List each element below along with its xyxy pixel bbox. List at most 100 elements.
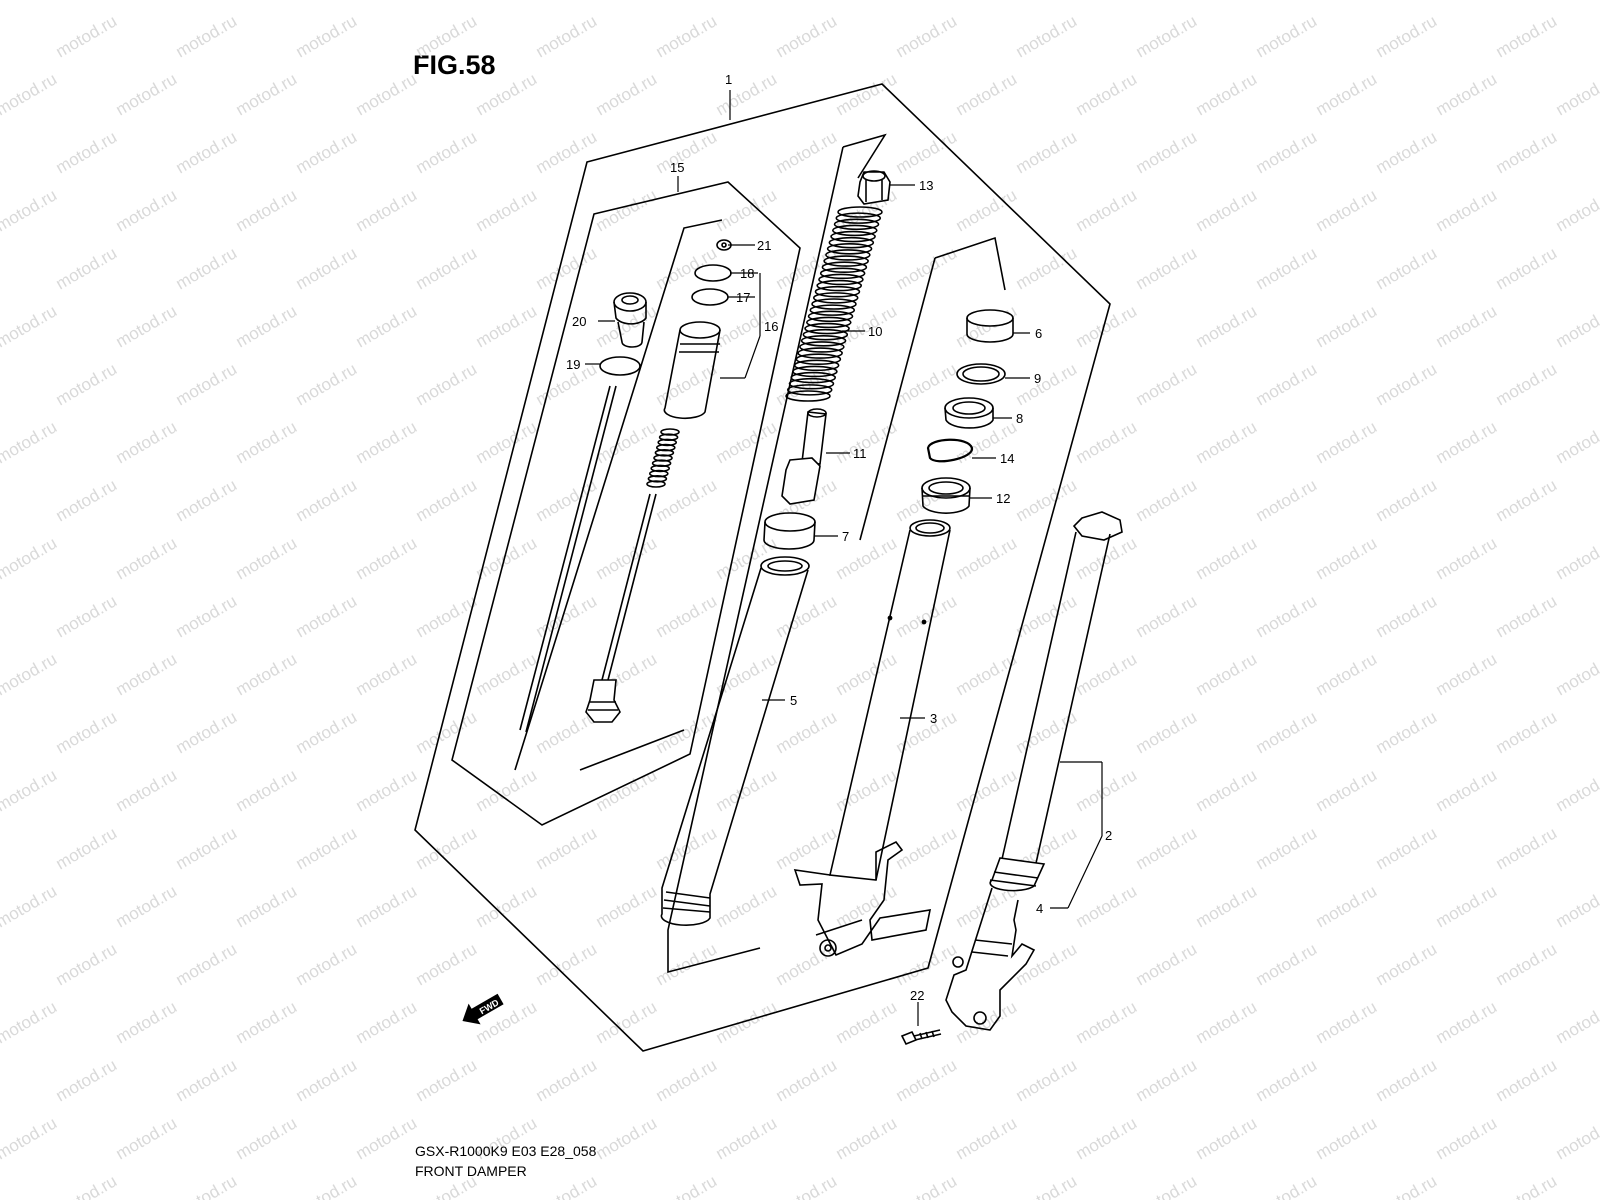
spring-coil xyxy=(807,310,854,323)
watermark-text: motod.ru xyxy=(413,1055,481,1105)
watermark-text: motod.ru xyxy=(1433,1113,1501,1163)
watermark-text: motod.ru xyxy=(1013,1171,1081,1200)
watermark-text: motod.ru xyxy=(293,1171,361,1200)
watermark-text: motod.ru xyxy=(773,1171,841,1200)
watermark-text: motod.ru xyxy=(53,823,121,873)
watermark-text: motod.ru xyxy=(533,591,601,641)
watermark-text: motod.ru xyxy=(1553,185,1600,235)
part-rebound-spring xyxy=(646,428,680,488)
watermark-text: motod.ru xyxy=(833,765,901,815)
callout-2: 2 xyxy=(1105,828,1112,843)
watermark-text: motod.ru xyxy=(893,1055,961,1105)
watermark-text: motod.ru xyxy=(1553,417,1600,467)
watermark-text: motod.ru xyxy=(1373,823,1441,873)
watermark-text: motod.ru xyxy=(833,649,901,699)
watermark-text: motod.ru xyxy=(1073,0,1141,3)
callout-5: 5 xyxy=(790,693,797,708)
watermark-text: motod.ru xyxy=(1493,591,1561,641)
watermark-text: motod.ru xyxy=(1313,417,1381,467)
watermark-text: motod.ru xyxy=(53,1171,121,1200)
spring-coil xyxy=(821,261,868,274)
watermark-text: motod.ru xyxy=(1133,11,1201,61)
watermark-text: motod.ru xyxy=(1253,11,1321,61)
spring-coil xyxy=(802,328,849,341)
watermark-text: motod.ru xyxy=(173,475,241,525)
watermark-text: motod.ru xyxy=(1313,185,1381,235)
watermark-text: motod.ru xyxy=(713,69,781,119)
watermark-text: motod.ru xyxy=(533,1171,601,1200)
watermark-text: motod.ru xyxy=(1253,359,1321,409)
spring-coil xyxy=(805,316,852,329)
watermark-text: motod.ru xyxy=(293,823,361,873)
watermark-text: motod.ru xyxy=(953,765,1021,815)
watermark-text: motod.ru xyxy=(0,69,60,119)
watermark-text: motod.ru xyxy=(0,417,60,467)
watermark-text: motod.ru xyxy=(413,243,481,293)
watermark-text: motod.ru xyxy=(1373,127,1441,177)
watermark-text: motod.ru xyxy=(1313,301,1381,351)
watermark-text: motod.ru xyxy=(113,417,181,467)
figure-title: FIG.58 xyxy=(413,50,496,80)
watermark-text: motod.ru xyxy=(293,475,361,525)
outline-bushing-group xyxy=(934,236,1006,291)
watermark-text: motod.ru xyxy=(1073,997,1141,1047)
watermark-text: motod.ru xyxy=(1253,127,1321,177)
part-12-dust-seal xyxy=(921,477,971,514)
watermark-text: motod.ru xyxy=(833,1113,901,1163)
watermark-text: motod.ru xyxy=(593,185,661,235)
part-11-spacer xyxy=(781,408,827,505)
outline-assembly-1 xyxy=(414,83,1111,1052)
model-code: GSX-R1000K9 E03 E28_058 xyxy=(415,1143,597,1159)
watermark-text: motod.ru xyxy=(1253,591,1321,641)
watermark-text: motod.ru xyxy=(653,939,721,989)
watermark-text: motod.ru xyxy=(833,881,901,931)
watermark-text: motod.ru xyxy=(0,1113,60,1163)
watermark-text: motod.ru xyxy=(1193,649,1261,699)
watermark-text: motod.ru xyxy=(1133,591,1201,641)
watermark-text: motod.ru xyxy=(173,591,241,641)
part-3-inner-tube xyxy=(793,519,951,957)
watermark-text: motod.ru xyxy=(1073,1113,1141,1163)
watermark-text: motod.ru xyxy=(53,939,121,989)
watermark-text: motod.ru xyxy=(1253,475,1321,525)
callout-14: 14 xyxy=(1000,451,1014,466)
callout-1: 1 xyxy=(725,72,732,87)
outline-inner-16b xyxy=(579,729,685,771)
watermark-text: motod.ru xyxy=(713,0,781,3)
watermark-text: motod.ru xyxy=(413,11,481,61)
spring-coil xyxy=(800,334,847,347)
watermark-text: motod.ru xyxy=(1433,649,1501,699)
watermark-text: motod.ru xyxy=(1073,533,1141,583)
watermark-text: motod.ru xyxy=(593,1113,661,1163)
part-18-o-ring xyxy=(694,264,732,282)
watermark-text: motod.ru xyxy=(53,591,121,641)
watermark-text: motod.ru xyxy=(953,185,1021,235)
watermark-text: motod.ru xyxy=(1073,881,1141,931)
watermark-text: motod.ru xyxy=(0,185,60,235)
watermark-text: motod.ru xyxy=(1013,11,1081,61)
watermark-text: motod.ru xyxy=(233,649,301,699)
watermark-text: motod.ru xyxy=(0,997,60,1047)
part-8-oil-seal xyxy=(944,397,994,429)
watermark-text: motod.ru xyxy=(1013,243,1081,293)
watermark-text: motod.ru xyxy=(893,707,961,757)
watermark-text: motod.ru xyxy=(1253,243,1321,293)
watermark-text: motod.ru xyxy=(1253,707,1321,757)
spring-coil xyxy=(837,206,883,218)
outline-cartridge-15 xyxy=(451,181,801,826)
watermark-text: motod.ru xyxy=(293,591,361,641)
watermark-text: motod.ru xyxy=(773,11,841,61)
outline-bushing-group-b xyxy=(859,257,936,541)
diagram-name: FRONT DAMPER xyxy=(415,1163,527,1179)
watermark-text: motod.ru xyxy=(413,707,481,757)
watermark-text: motod.ru xyxy=(233,0,301,3)
watermark-text: motod.ru xyxy=(113,69,181,119)
watermark-text: motod.ru xyxy=(1193,1113,1261,1163)
watermark-text: motod.ru xyxy=(893,823,961,873)
callout-4: 4 xyxy=(1036,901,1043,916)
watermark-text: motod.ru xyxy=(1553,997,1600,1047)
watermark-text: motod.ru xyxy=(1373,1171,1441,1200)
watermark-text: motod.ru xyxy=(353,649,421,699)
watermark-text: motod.ru xyxy=(113,533,181,583)
